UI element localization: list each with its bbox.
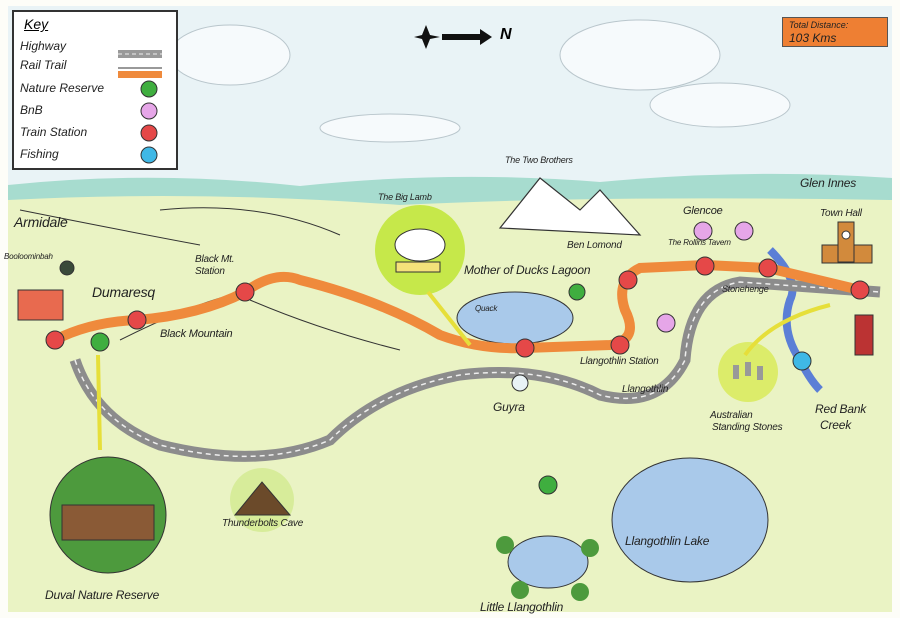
fish-icon <box>140 146 158 164</box>
booloominbah-illustration <box>17 289 64 321</box>
label-little-llangothlin: Little Llangothlin <box>480 600 564 614</box>
label-ben-lomond: Ben Lomond <box>567 240 622 251</box>
train-station-icon[interactable] <box>695 256 715 276</box>
label-thunderbolts-cave: Thunderbolts Cave <box>222 518 304 529</box>
train-stations <box>45 256 870 358</box>
label-black-mountain: Black Mountain <box>160 328 233 340</box>
bnb-icon[interactable] <box>693 221 713 241</box>
booloominbah-gargoyle-icon[interactable] <box>59 260 75 276</box>
train-station-icon[interactable] <box>618 270 638 290</box>
label-glen-innes: Glen Innes <box>800 176 857 190</box>
red-bank-creek <box>767 247 823 393</box>
bed-icon <box>140 102 158 120</box>
key-highway: Highway <box>20 39 67 53</box>
arrow-big-lamb <box>426 290 472 347</box>
label-two-brothers: The Two Brothers <box>505 155 573 165</box>
bnb-icon[interactable] <box>734 221 754 241</box>
total-distance-value: 103 Kms <box>789 31 837 45</box>
label-guyra: Guyra <box>493 400 525 414</box>
compass-arrow-icon <box>414 25 492 49</box>
label-red-bank-2: Creek <box>820 418 852 432</box>
piper-figure <box>854 314 874 356</box>
train-icon <box>140 124 158 142</box>
llangothlin-lake <box>611 457 769 583</box>
key-fishing: Fishing <box>20 147 59 161</box>
train-station-icon[interactable] <box>45 330 65 350</box>
total-distance-label: Total Distance: <box>789 20 849 30</box>
train-station-icon[interactable] <box>127 310 147 330</box>
label-llangothlin: Llangothlin <box>622 384 669 395</box>
thunderbolts-cave-illustration <box>230 468 294 532</box>
train-station-icon[interactable] <box>850 280 870 300</box>
label-stonehenge: Stonehenge <box>722 284 769 294</box>
nature-reserve-icon[interactable] <box>90 332 110 352</box>
big-lamb-illustration <box>375 205 465 295</box>
train-station-icon[interactable] <box>235 282 255 302</box>
label-standing-stones-1: Australian <box>710 410 753 421</box>
label-glencoe: Glencoe <box>683 205 723 217</box>
train-station-icon[interactable] <box>610 335 630 355</box>
little-llangothlin-trees <box>496 536 599 601</box>
two-brothers-mountains <box>498 177 642 236</box>
bnb-icon[interactable] <box>656 313 676 333</box>
key-nature-reserve: Nature Reserve <box>20 81 105 95</box>
label-quack: Quack <box>475 304 498 313</box>
arrow-duval <box>96 354 102 451</box>
label-llangothlin-station: Llangothlin Station <box>580 356 659 367</box>
duval-nature-reserve-illustration <box>49 456 167 574</box>
label-black-mt-station-2: Station <box>195 266 225 277</box>
label-big-lamb: The Big Lamb <box>378 192 432 202</box>
label-duval-nature-reserve: Duval Nature Reserve <box>45 588 160 602</box>
mother-of-ducks-lagoon <box>456 291 574 345</box>
total-distance-box: Total Distance: 103 Kms <box>782 17 888 47</box>
tree-icon <box>140 80 158 98</box>
label-armidale: Armidale <box>14 214 68 230</box>
town-hall-illustration <box>821 221 873 264</box>
highway-line-icon <box>118 50 162 58</box>
label-standing-stones-2: Standing Stones <box>712 422 783 433</box>
key-title: Key <box>24 16 49 32</box>
standing-stones-illustration <box>718 342 778 402</box>
key-rail-trail: Rail Trail <box>20 58 67 72</box>
key-train-station: Train Station <box>20 125 88 139</box>
label-black-mt-station-1: Black Mt. <box>195 254 235 265</box>
little-llangothlin-lake <box>507 535 589 589</box>
rail-trail[interactable] <box>52 259 862 354</box>
clouds <box>169 19 791 143</box>
map-markers <box>59 221 812 495</box>
label-dumaresq: Dumaresq <box>92 284 155 300</box>
map-key: Key Highway Rail Trail Nature Reserve Bn… <box>12 10 178 170</box>
fishing-icon[interactable] <box>792 351 812 371</box>
rail-trail-line-icon <box>118 67 162 78</box>
arrow-standing-stones <box>743 303 831 357</box>
label-town-hall: Town Hall <box>820 208 862 219</box>
label-llangothlin-lake: Llangothlin Lake <box>625 534 710 548</box>
nature-reserve-icon[interactable] <box>538 475 558 495</box>
highway[interactable] <box>69 276 881 462</box>
label-mother-of-ducks-lagoon: Mother of Ducks Lagoon <box>464 263 591 277</box>
label-booloominbah: Booloominbah <box>4 252 53 261</box>
label-red-bank-1: Red Bank <box>815 402 867 416</box>
train-station-icon[interactable] <box>515 338 535 358</box>
label-rollins-tavern: The Rollins Tavern <box>668 238 731 247</box>
compass-north-label: N <box>500 26 512 43</box>
key-bnb: BnB <box>20 103 43 117</box>
train-station-icon[interactable] <box>758 258 778 278</box>
snowflake-icon[interactable] <box>511 374 529 392</box>
compass: N <box>414 22 524 52</box>
nature-reserve-icon[interactable] <box>568 283 586 301</box>
